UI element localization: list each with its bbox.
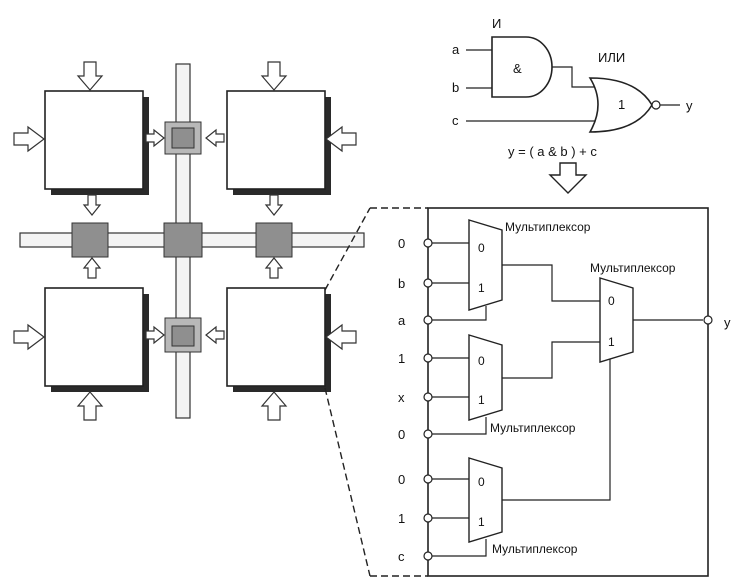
output-y-label: y [686,98,693,113]
pin-label-4: 1 [398,351,405,366]
switch-box-right [255,222,293,258]
svg-text:0: 0 [478,241,485,255]
zoom-line-top [324,207,371,291]
pin-label-8: 1 [398,511,405,526]
svg-text:1: 1 [608,335,615,349]
and-gate [491,36,553,98]
svg-text:1: 1 [478,281,485,295]
multiplexer-bottom-label: Мультиплексор [492,542,578,556]
svg-text:0: 0 [608,294,615,308]
logic-block-bottom-left [44,287,144,387]
multiplexer-middle [468,334,503,421]
svg-text:1: 1 [478,393,485,407]
multiplexer-output [599,277,634,363]
input-c-label: c [452,113,459,128]
switch-boxes [71,121,293,353]
pin-label-9: c [398,549,405,564]
switch-box-center [163,222,203,258]
zoom-line-bottom [324,387,371,577]
mux-output-y-label: y [724,315,731,330]
multiplexer-top-label: Мультиплексор [505,220,591,234]
or-gate-label: ИЛИ [598,50,625,65]
pin-label-5: x [398,390,405,405]
block-io-arrows [13,61,357,421]
logic-gates: И a b c & ИЛИ 1 y y = ( a & b ) + c [452,16,693,194]
multiplexer-top [468,219,503,311]
or-gate-symbol: 1 [618,97,625,112]
pin-label-6: 0 [398,427,405,442]
multiplexer-middle-label: Мультиплексор [490,421,576,435]
and-gate-label: И [492,16,501,31]
svg-text:0: 0 [478,354,485,368]
logic-block-zoom-frame [427,207,709,577]
pin-label-7: 0 [398,472,405,487]
transform-arrow-icon [548,162,588,194]
pin-label-2: b [398,276,405,291]
multiplexer-output-label: Мультиплексор [590,261,676,275]
fpga-grid [13,61,365,421]
input-pins [423,238,433,561]
and-gate-symbol: & [513,61,522,76]
pin-label-1: 0 [398,236,405,251]
multiplexer-bottom [468,457,503,543]
pin-label-3: a [398,313,406,328]
logic-block-bottom-right [226,287,326,387]
logic-block-top-right [226,90,326,190]
mux-wiring [432,242,703,557]
switch-box-left [71,222,109,258]
svg-text:0: 0 [478,475,485,489]
input-b-label: b [452,80,459,95]
or-gate [588,77,653,133]
equation: y = ( a & b ) + c [508,144,597,159]
svg-text:1: 1 [478,515,485,529]
logic-block-top-left [44,90,144,190]
input-a-label: a [452,42,460,57]
mux-implementation: 0 b a 1 x 0 0 1 c y 0 [398,207,731,577]
